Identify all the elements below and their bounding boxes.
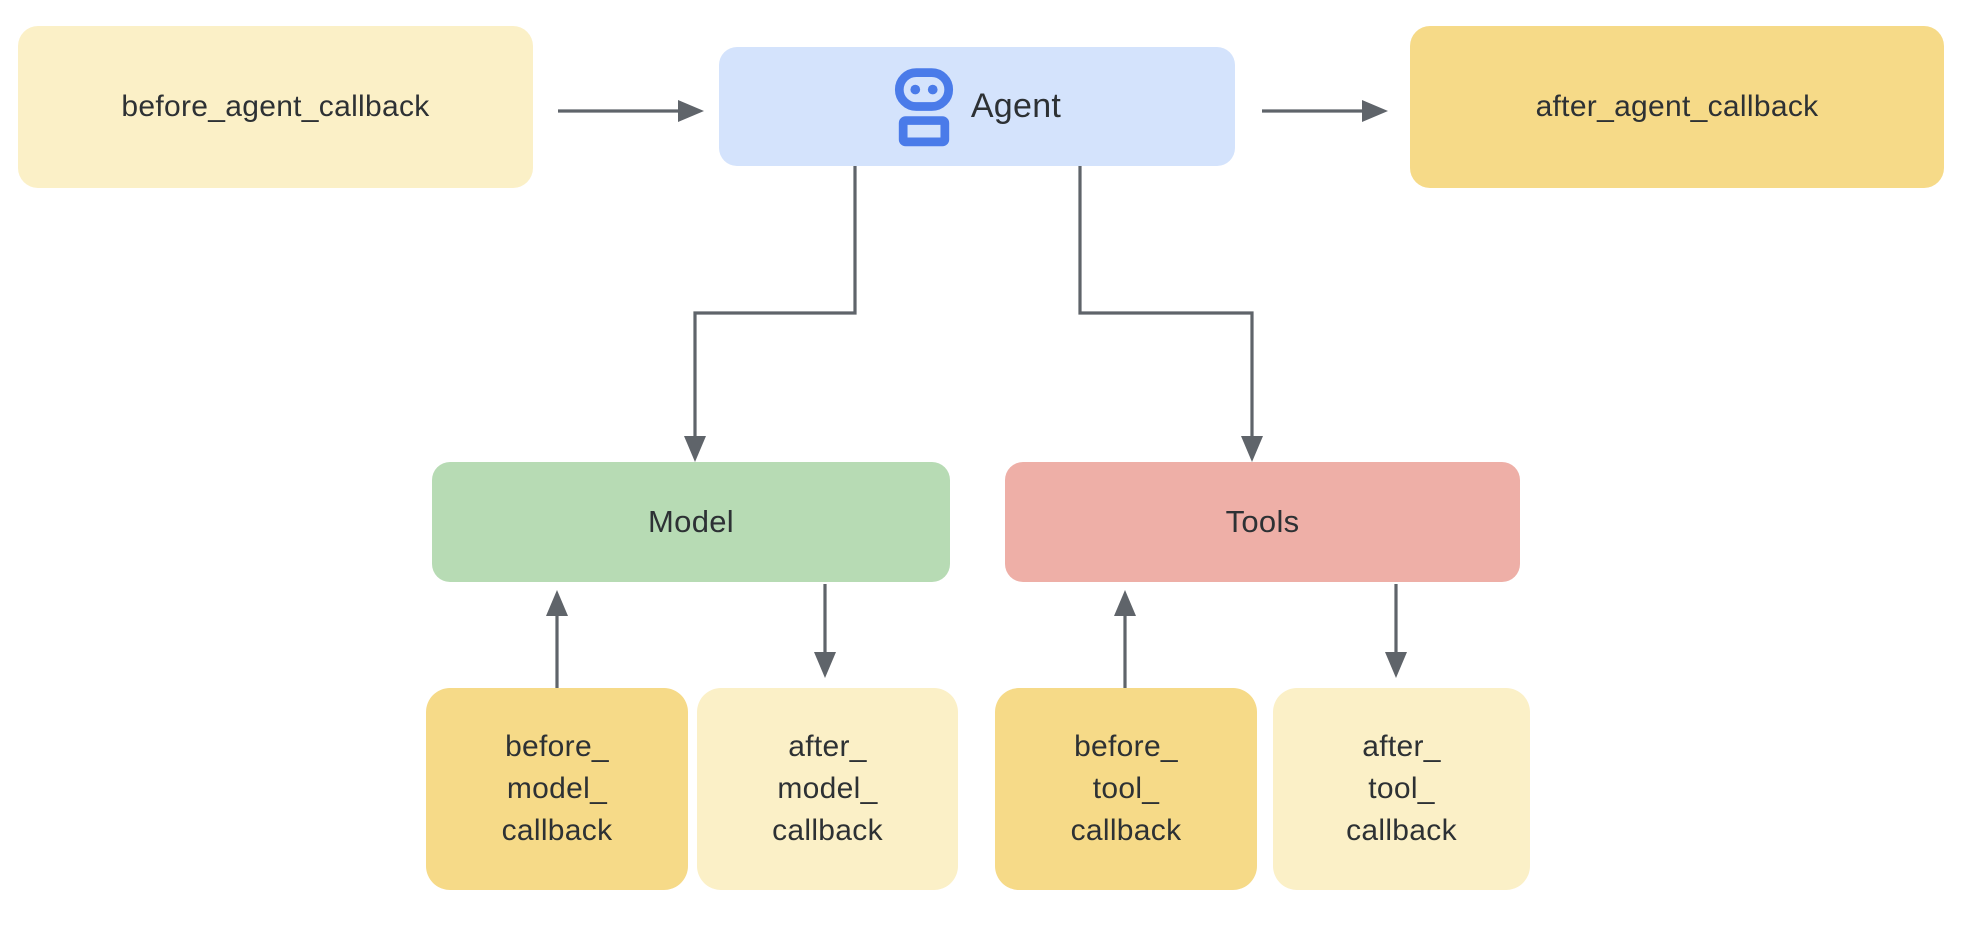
- edge-before-tool-to-tools: [1114, 590, 1136, 690]
- node-after-agent-callback: after_agent_callback: [1410, 26, 1944, 188]
- label-line: callback: [1346, 814, 1457, 847]
- label-line: tool_: [1368, 772, 1435, 805]
- label-line: after_: [1362, 730, 1441, 763]
- edge-agent-to-model: [684, 166, 857, 462]
- label-line: callback: [1070, 814, 1182, 847]
- node-before-tool-callback: before_ tool_ callback: [995, 688, 1257, 890]
- label-line: callback: [772, 814, 883, 847]
- robot-icon: [893, 66, 955, 148]
- label-line: model_: [506, 772, 608, 805]
- node-after-agent-callback-label: after_agent_callback: [1535, 90, 1819, 123]
- label-line: model_: [777, 772, 878, 805]
- node-agent: Agent: [719, 47, 1235, 166]
- node-model: Model: [432, 462, 950, 582]
- edge-before-agent-to-agent: [558, 100, 704, 122]
- edge-tools-to-after-tool: [1385, 584, 1407, 678]
- label-line: before_: [505, 730, 609, 763]
- node-before-agent-callback: before_agent_callback: [18, 26, 533, 188]
- edge-agent-to-after-agent: [1262, 100, 1388, 122]
- edge-model-to-after-model: [814, 584, 836, 678]
- node-agent-label: Agent: [970, 87, 1062, 125]
- node-tools-label: Tools: [1225, 504, 1300, 539]
- node-model-label: Model: [648, 504, 734, 539]
- node-before-model-callback: before_ model_ callback: [426, 688, 688, 890]
- node-after-model-callback: after_ model_ callback: [697, 688, 958, 890]
- node-before-agent-callback-label: before_agent_callback: [121, 90, 430, 123]
- edge-before-model-to-model: [546, 590, 568, 690]
- edge-agent-to-tools: [1078, 166, 1263, 462]
- label-line: tool_: [1092, 772, 1160, 805]
- label-line: callback: [501, 814, 613, 847]
- node-tools: Tools: [1005, 462, 1520, 582]
- node-after-tool-callback: after_ tool_ callback: [1273, 688, 1530, 890]
- label-line: after_: [788, 730, 867, 763]
- label-line: before_: [1074, 730, 1178, 763]
